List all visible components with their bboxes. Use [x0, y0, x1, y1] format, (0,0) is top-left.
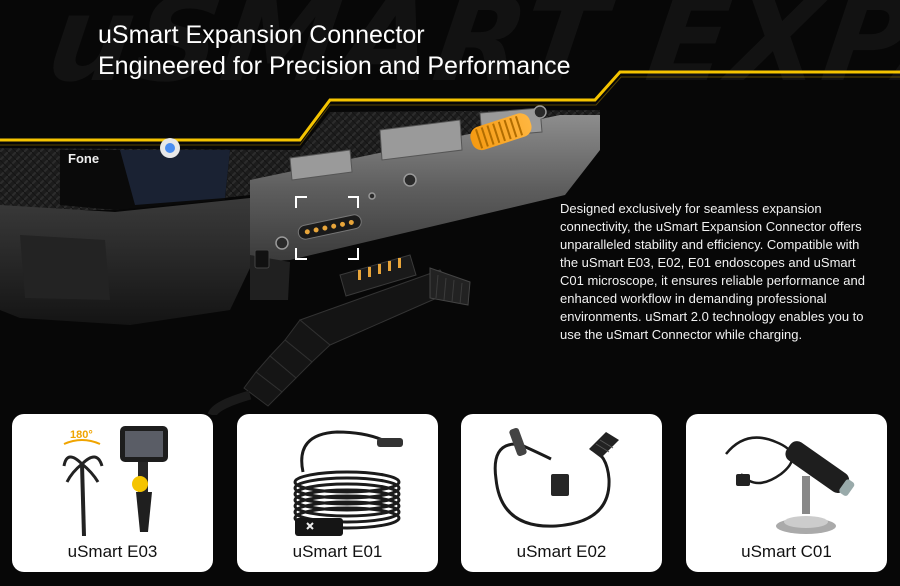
device-brand-text: Fone: [68, 151, 99, 166]
title-line-2: Engineered for Precision and Performance: [98, 52, 571, 80]
accessory-card-e01[interactable]: uSmart E01: [237, 414, 438, 572]
rotation-badge: 180°: [70, 429, 93, 441]
accessory-cards: 180° uSmart E03: [12, 414, 888, 572]
accessory-label: uSmart E02: [516, 542, 607, 561]
endoscope-e03-image: 180°: [62, 426, 168, 537]
product-description: Designed exclusively for seamless expans…: [560, 201, 865, 342]
accessory-label: uSmart C01: [741, 542, 832, 561]
title-line-1: uSmart Expansion Connector: [98, 21, 425, 49]
accessory-label: uSmart E03: [67, 542, 158, 561]
endoscope-e02-image: [493, 427, 619, 528]
accessory-label: uSmart E01: [292, 542, 383, 561]
accessory-card-c01[interactable]: uSmart C01: [686, 414, 887, 572]
microscope-c01-image: [725, 436, 855, 534]
page-title: uSmart Expansion Connector Engineered fo…: [98, 20, 571, 82]
accessory-card-e02[interactable]: uSmart E02: [461, 414, 662, 572]
hero-device-illustration: Fone: [0, 70, 900, 415]
accessory-card-e03[interactable]: 180° uSmart E03: [12, 414, 213, 572]
endoscope-e01-image: [293, 430, 403, 536]
